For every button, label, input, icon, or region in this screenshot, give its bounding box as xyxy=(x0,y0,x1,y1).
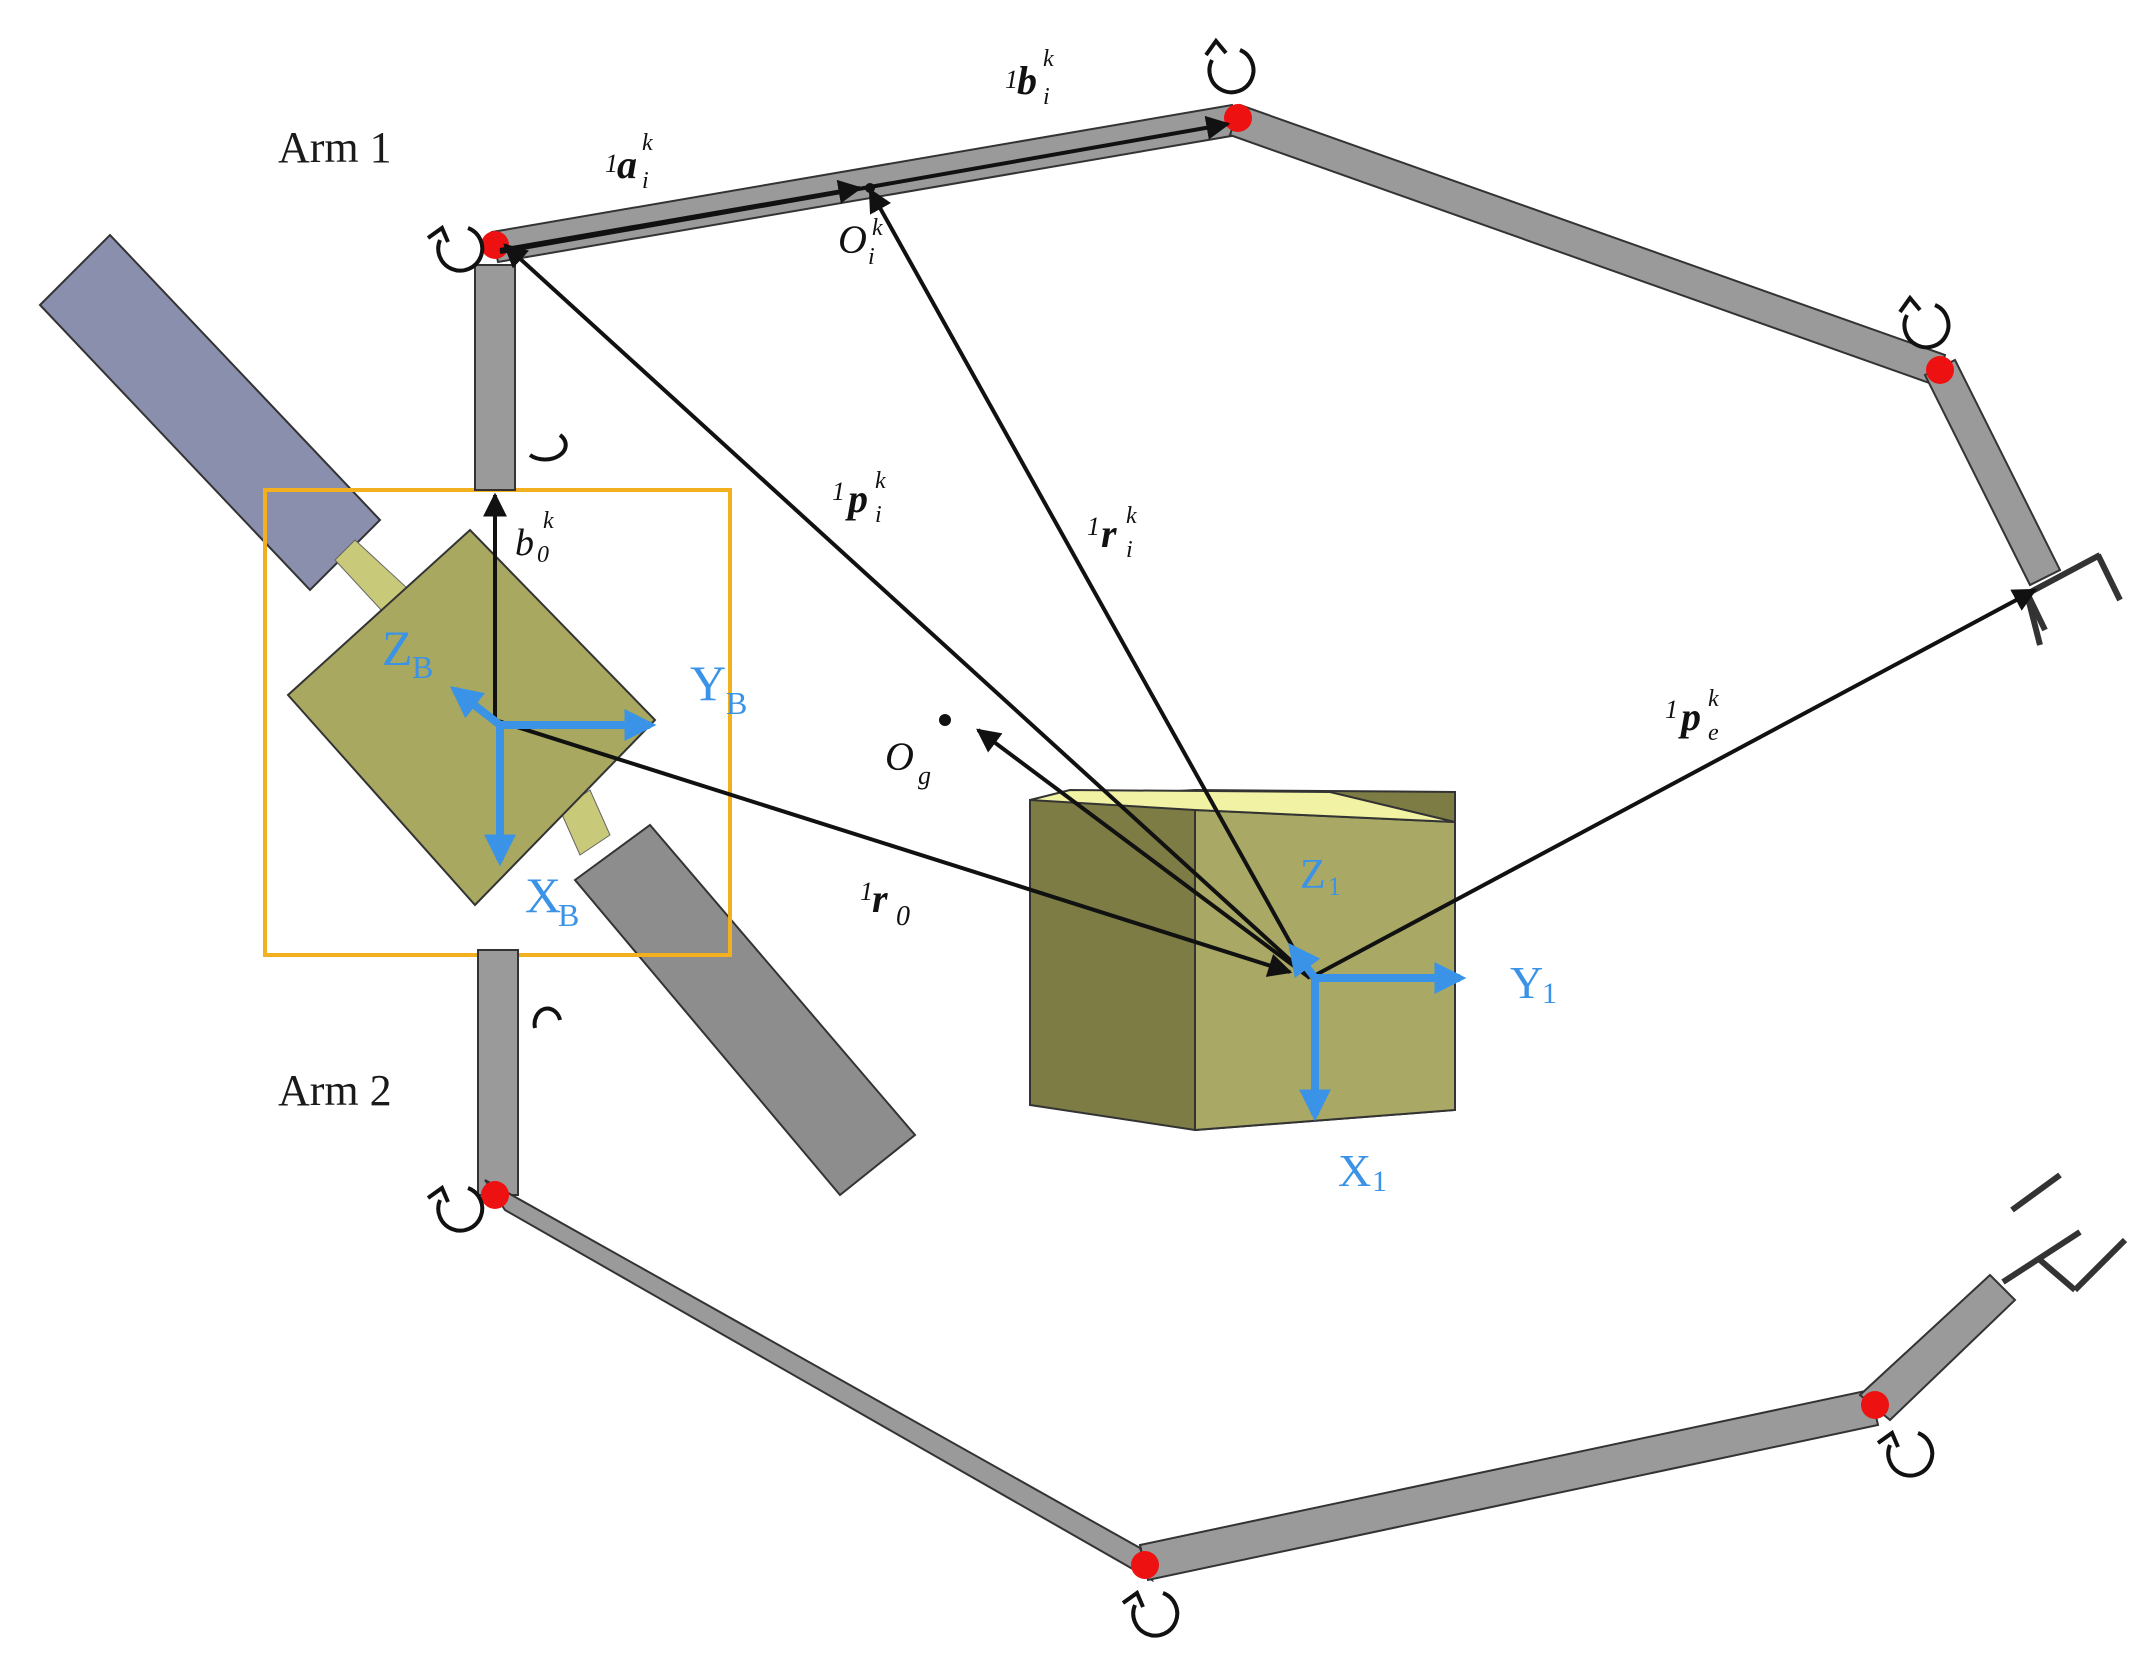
label-r0: 1 r 0 xyxy=(860,876,910,932)
base-satellite-body xyxy=(286,528,657,907)
target-cube xyxy=(1029,788,1456,1132)
svg-text:k: k xyxy=(1708,686,1719,712)
vectors xyxy=(483,115,2038,980)
svg-text:1: 1 xyxy=(1665,695,1678,724)
solar-panel-upper xyxy=(38,233,382,592)
svg-text:p: p xyxy=(1678,694,1701,739)
svg-text:Z: Z xyxy=(382,620,413,676)
label-og: O g xyxy=(885,734,931,790)
svg-text:1: 1 xyxy=(1328,872,1341,901)
target-frame-labels: Z 1 Y 1 X 1 xyxy=(1300,852,1557,1198)
arm2-gripper xyxy=(2001,1172,2128,1293)
base-frame-axes xyxy=(449,686,657,867)
label-oi: O k i xyxy=(838,215,883,270)
svg-text:i: i xyxy=(875,502,882,528)
label-b0: b k 0 xyxy=(515,508,554,568)
label-a: 1 a k i xyxy=(605,130,653,194)
svg-text:k: k xyxy=(875,468,886,494)
svg-text:X: X xyxy=(1338,1145,1371,1196)
base-frame-labels: Z B Y B X B xyxy=(382,620,747,933)
svg-text:b: b xyxy=(1017,58,1037,103)
svg-text:B: B xyxy=(412,649,433,685)
svg-text:1: 1 xyxy=(1087,512,1100,541)
svg-text:1: 1 xyxy=(832,477,845,506)
label-p: 1 p k i xyxy=(832,468,886,528)
arm1-label: Arm 1 xyxy=(278,123,392,172)
svg-text:0: 0 xyxy=(896,901,910,932)
label-pe: 1 p k e xyxy=(1665,686,1719,746)
svg-text:i: i xyxy=(1043,84,1050,110)
arm1-links xyxy=(474,103,2062,587)
svg-text:i: i xyxy=(1126,537,1133,563)
svg-text:r: r xyxy=(872,876,888,921)
svg-text:1: 1 xyxy=(860,877,873,906)
svg-text:e: e xyxy=(1708,720,1719,746)
svg-text:1: 1 xyxy=(1005,65,1018,94)
svg-text:i: i xyxy=(642,168,649,194)
svg-text:1: 1 xyxy=(1542,977,1557,1010)
label-r: 1 r k i xyxy=(1087,503,1137,563)
vector-p xyxy=(503,243,1312,980)
svg-text:Z: Z xyxy=(1300,852,1326,898)
svg-text:k: k xyxy=(642,130,653,156)
svg-text:k: k xyxy=(872,215,883,241)
svg-text:X: X xyxy=(525,867,561,923)
svg-text:b: b xyxy=(515,522,534,564)
vector-r0 xyxy=(494,718,1293,977)
svg-text:k: k xyxy=(1043,46,1054,72)
svg-text:O: O xyxy=(885,734,914,779)
svg-text:B: B xyxy=(558,897,579,933)
svg-text:a: a xyxy=(617,142,637,187)
target-frame-axes xyxy=(1288,942,1467,1122)
svg-text:p: p xyxy=(845,476,868,521)
solar-panel-lower xyxy=(573,823,917,1197)
svg-text:O: O xyxy=(838,217,867,262)
svg-text:k: k xyxy=(543,508,554,534)
point-og-dot xyxy=(939,714,951,726)
vector-og xyxy=(976,728,1312,980)
arm2-links xyxy=(477,949,2017,1583)
svg-text:1: 1 xyxy=(605,149,618,178)
svg-text:0: 0 xyxy=(537,542,549,568)
svg-text:1: 1 xyxy=(1372,1165,1387,1198)
vector-r xyxy=(868,187,1312,979)
svg-text:r: r xyxy=(1101,511,1117,556)
svg-text:i: i xyxy=(868,244,875,270)
vector-pe xyxy=(1309,588,2038,980)
svg-text:k: k xyxy=(1126,503,1137,529)
svg-text:g: g xyxy=(918,761,931,790)
rotation-indicators xyxy=(426,37,1951,1638)
point-oi-dot xyxy=(865,183,875,193)
vector-b xyxy=(499,115,1231,254)
svg-text:B: B xyxy=(726,685,747,721)
label-b: 1 b k i xyxy=(1005,46,1054,110)
arm2-label: Arm 2 xyxy=(278,1066,392,1115)
svg-text:Y: Y xyxy=(690,655,726,711)
svg-text:Y: Y xyxy=(1510,957,1543,1008)
